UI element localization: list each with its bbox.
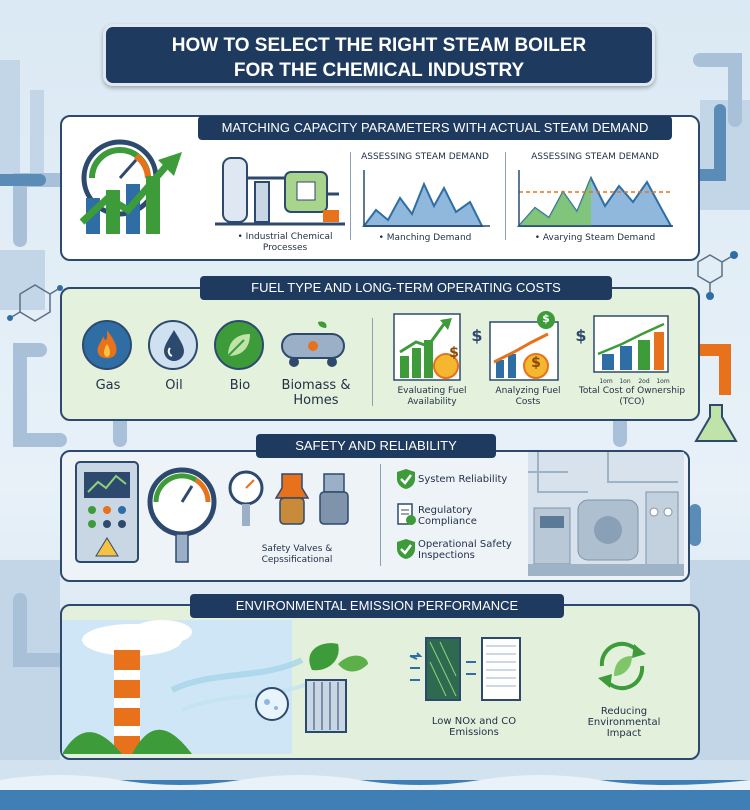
tco-tick-1: 1om: [599, 378, 613, 385]
check-shield-icon: [397, 469, 415, 489]
gauge-growth-icon: [79, 139, 182, 234]
fuel-heading: FUEL TYPE AND LONG-TERM OPERATING COSTS: [200, 276, 612, 300]
dollar-symbol-2: $: [575, 326, 587, 345]
safety-valves-label: Safety Valves & Cepssificational: [261, 544, 333, 565]
coin-symbol-3: $: [531, 355, 541, 371]
tco-tick-2: 1on: [619, 378, 631, 385]
coin-symbol-1: $: [449, 345, 459, 361]
emission-filter-icon: [409, 637, 521, 701]
fuel-bio-label: Bio: [229, 378, 251, 393]
pressure-gauge-icon: [147, 467, 217, 563]
fuel-costs-label: Analyzing Fuel Costs: [495, 386, 561, 407]
tco-chart-icon: [593, 315, 669, 373]
check-regulatory-compliance: Regulatory Compliance: [418, 505, 477, 527]
varying-demand-label: • Avarying Steam Demand: [534, 233, 656, 243]
divider: [350, 152, 351, 240]
demand-chart-varying: [516, 170, 673, 227]
control-panel-icon: [75, 461, 139, 563]
low-emissions-label: Low NOx and CO Emissions: [431, 716, 517, 738]
safety-valves-icon: [228, 470, 349, 526]
demand-chart-matching: [362, 170, 490, 227]
fuel-biomass-label: Biomass & Homes: [281, 378, 351, 408]
dollar-symbol-1: $: [471, 326, 483, 345]
recycle-leaf-icon: [598, 641, 646, 691]
tco-tick-4: 1om: [656, 378, 670, 385]
fuel-gas-label: Gas: [95, 378, 121, 393]
reducing-impact-label: Reducing Environmental Impact: [587, 706, 661, 739]
capacity-heading: MATCHING CAPACITY PARAMETERS WITH ACTUAL…: [198, 116, 672, 140]
biomass-tanker-icon: [281, 321, 345, 367]
oil-drop-icon: [164, 330, 184, 361]
check-operational-safety: Operational Safety Inspections: [418, 539, 512, 561]
tco-tick-3: 2od: [638, 378, 650, 385]
coin-symbol-2: $: [542, 312, 550, 325]
check-system-reliability: System Reliability: [418, 474, 508, 485]
fuel-costs-chart-icon: [489, 311, 559, 381]
fuel-oil-label: Oil: [165, 378, 183, 393]
divider: [372, 318, 373, 406]
tco-label: Total Cost of Ownership (TCO): [578, 386, 686, 407]
document-check-icon: [397, 503, 416, 525]
assessing-demand-caption-1: ASSESSING STEAM DEMAND: [361, 152, 489, 162]
divider: [380, 464, 381, 566]
sky-landscape-illustration: [62, 620, 368, 754]
title-line-2: FOR THE CHEMICAL INDUSTRY: [233, 60, 525, 81]
boiler-room-illustration: [528, 452, 684, 576]
fuel-availability-chart-icon: [393, 313, 461, 381]
emissions-heading: ENVIRONMENTAL EMISSION PERFORMANCE: [190, 594, 564, 618]
page-title: HOW TO SELECT THE RIGHT STEAM BOILER FOR…: [103, 24, 655, 86]
industrial-processes-label: • Industrial Chemical Processes: [237, 232, 333, 253]
divider: [505, 152, 506, 240]
safety-heading: SAFETY AND RELIABILITY: [256, 434, 496, 458]
leaf-icon: [227, 334, 250, 357]
title-line-1: HOW TO SELECT THE RIGHT STEAM BOILER: [171, 35, 587, 56]
assessing-demand-caption-2: ASSESSING STEAM DEMAND: [531, 152, 659, 162]
fuel-availability-label: Evaluating Fuel Availability: [397, 386, 467, 407]
matching-demand-label: • Manching Demand: [378, 233, 472, 243]
chemical-plant-icon: [215, 157, 345, 226]
check-shield-icon: [397, 539, 415, 559]
flame-icon: [97, 330, 117, 359]
